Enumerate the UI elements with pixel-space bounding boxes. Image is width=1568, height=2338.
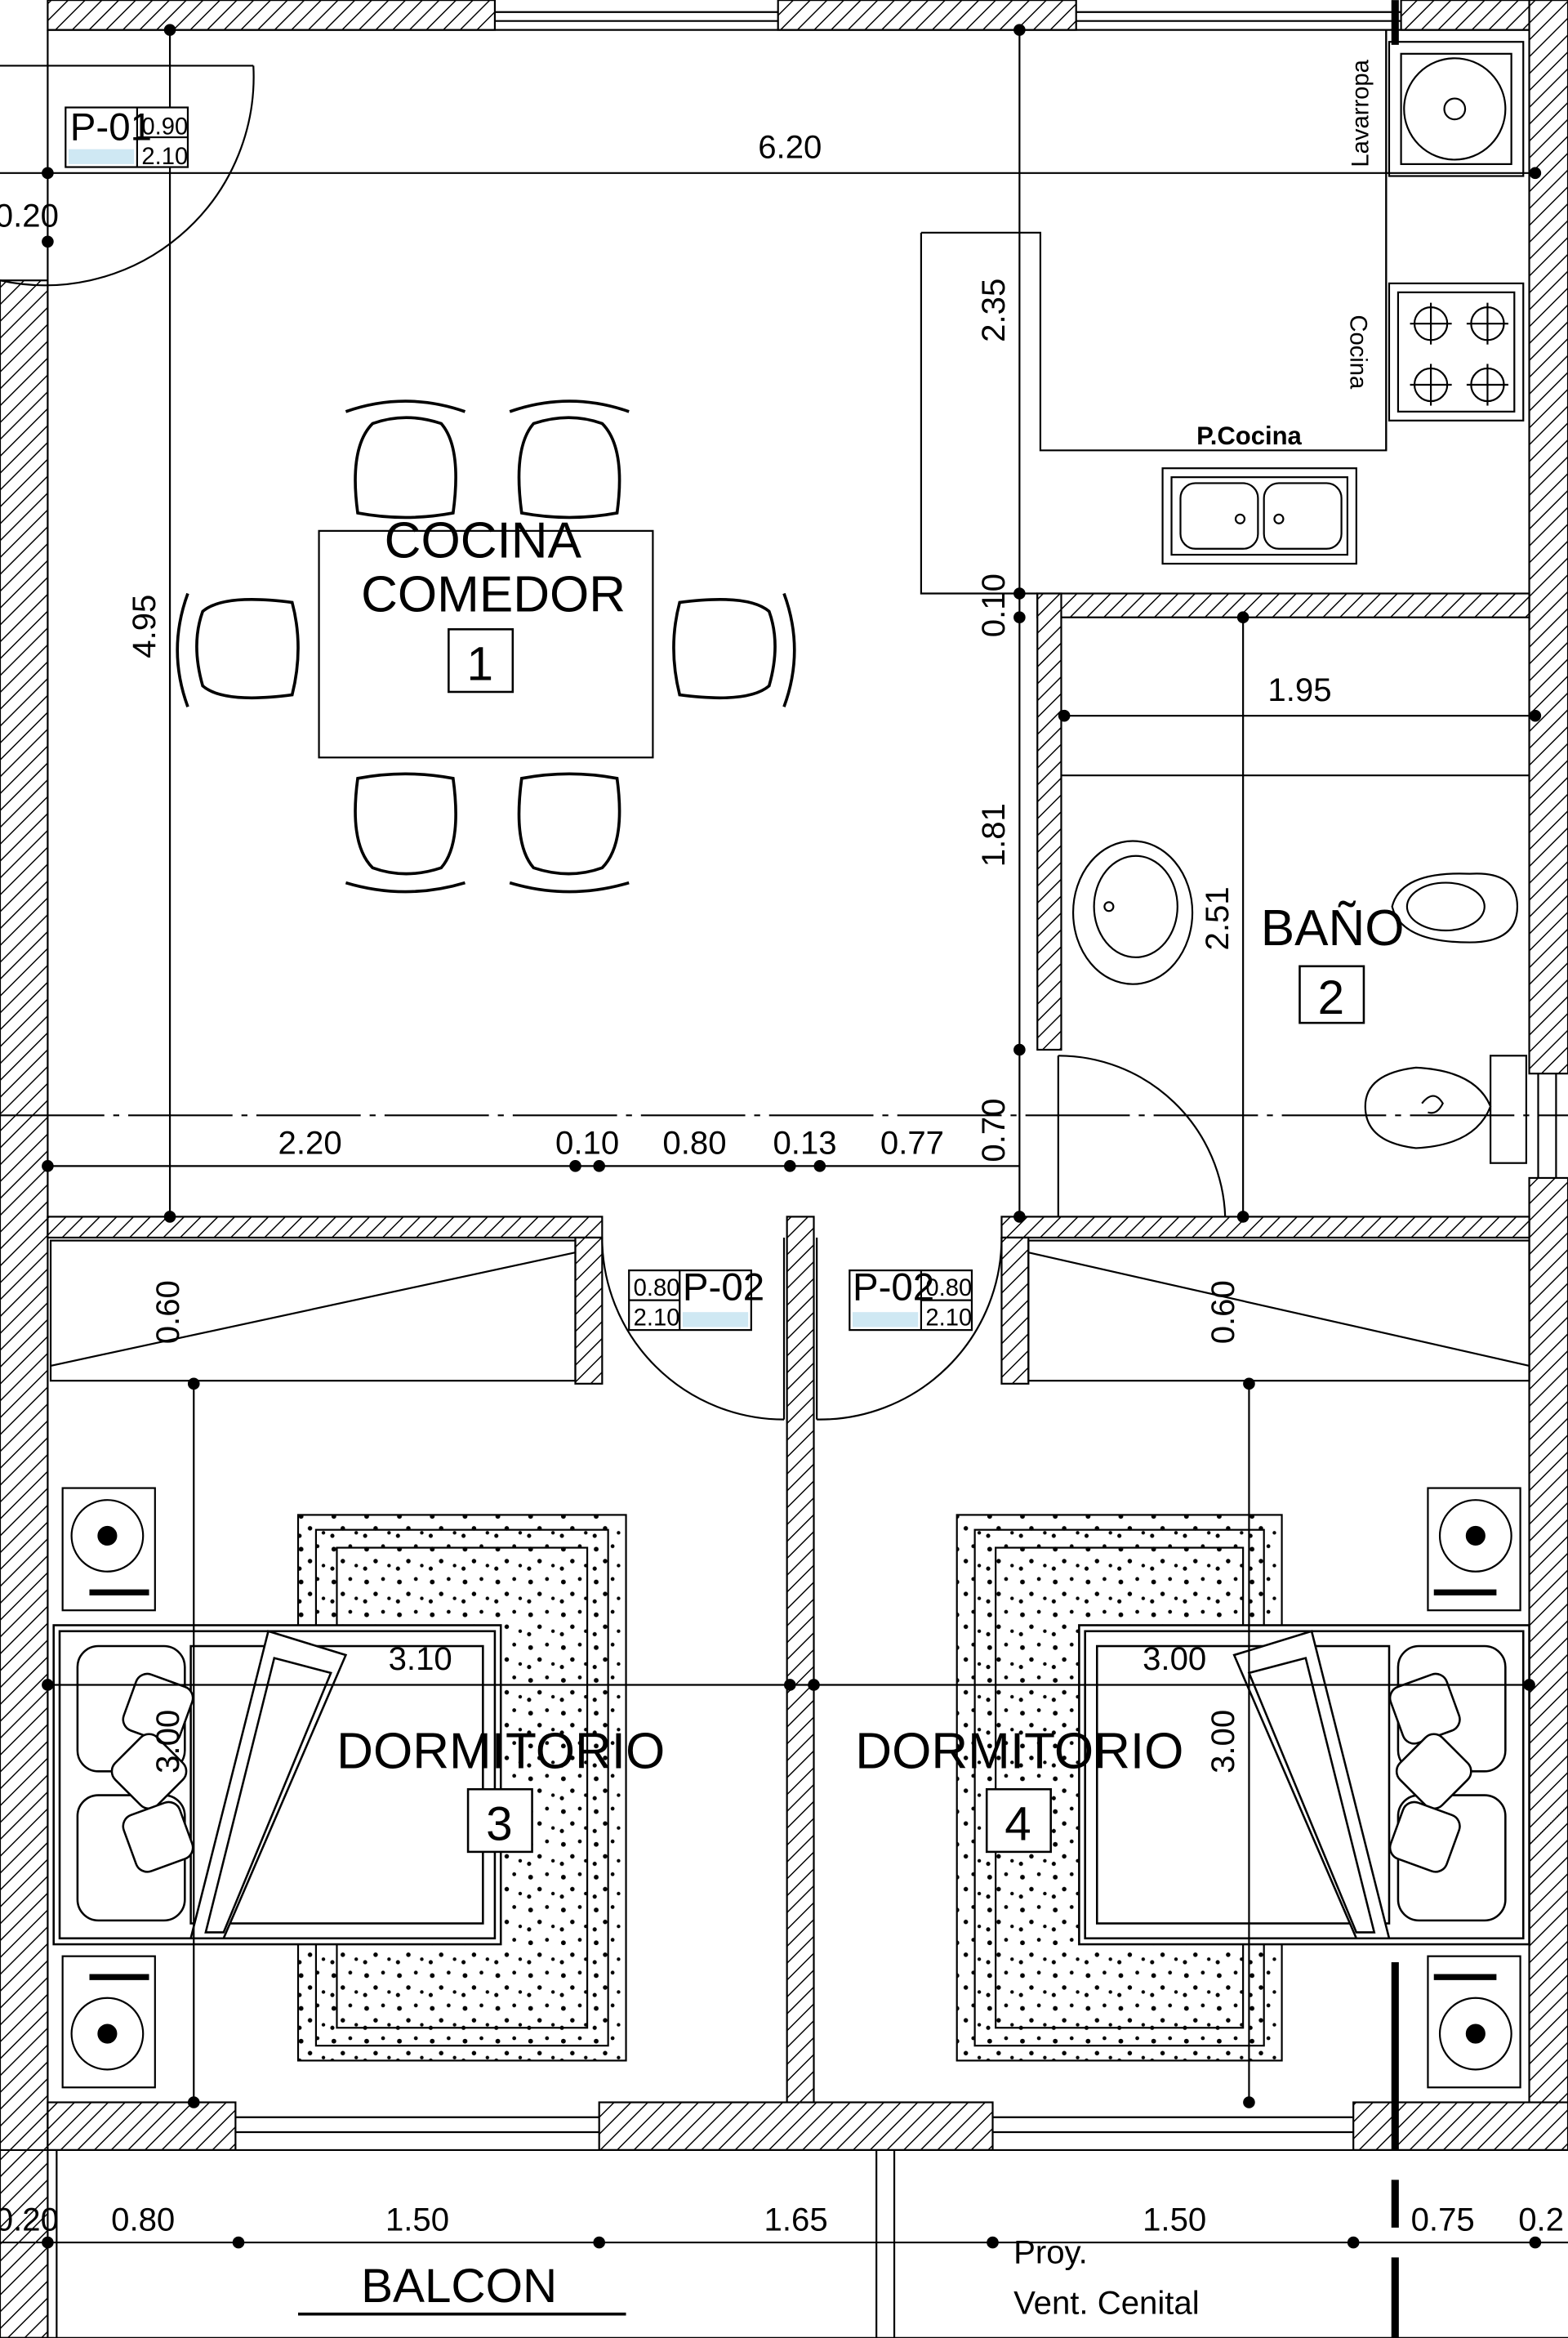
kitchen-sink-icon xyxy=(1161,467,1357,565)
door-tag-p01: P-01 0.90 2.10 xyxy=(65,106,189,170)
room-label-kitchen: COCINA xyxy=(385,513,582,569)
dim-bottom-b: 0.80 xyxy=(111,2201,175,2238)
dim-bottom-f: 0.75 xyxy=(1411,2201,1475,2238)
door-width: 0.80 xyxy=(925,1275,972,1301)
dimension-ticks xyxy=(42,24,1542,2249)
dim-closet-left: 0.60 xyxy=(149,1280,186,1344)
washing-machine-icon xyxy=(1388,41,1525,177)
room-number-4: 4 xyxy=(1004,1797,1031,1850)
windows xyxy=(235,0,1557,2134)
label-counter: P.Cocina xyxy=(1196,422,1302,450)
door-width: 0.90 xyxy=(141,114,188,140)
room-label-bath: BAÑO xyxy=(1261,899,1405,957)
dining-table xyxy=(318,529,654,759)
bed-icon xyxy=(52,1624,1530,1946)
room-label-balcony: BALCON xyxy=(361,2260,557,2313)
dim-bottom-c: 1.50 xyxy=(385,2201,449,2238)
bathroom-fixtures xyxy=(1061,774,1530,985)
door-code: P-02 xyxy=(853,1266,934,1310)
dim-bottom-d: 1.65 xyxy=(764,2201,828,2238)
room-number-2: 2 xyxy=(1318,971,1344,1024)
dim-bed3-height: 3.00 xyxy=(149,1710,186,1774)
doors xyxy=(0,65,1227,1421)
toilet-icon xyxy=(1364,1055,1527,1164)
dim-counter-depth: 2.35 xyxy=(975,279,1012,342)
dim-bed4-height: 3.00 xyxy=(1205,1710,1241,1774)
chair-icon xyxy=(176,399,796,894)
door-code: P-02 xyxy=(683,1266,764,1310)
door-width: 0.80 xyxy=(634,1275,680,1301)
dimension-labels: 6.20 0.20 4.95 2.35 0.10 1.81 0.70 1.95 … xyxy=(0,129,1564,2238)
dim-bath-height: 2.51 xyxy=(1199,886,1236,950)
dim-bottom-g: 0.2 xyxy=(1518,2201,1564,2238)
door-tag-p02-right: P-02 0.80 2.10 xyxy=(849,1266,973,1332)
kitchen-counter xyxy=(920,29,1388,595)
dim-kitchen-height: 4.95 xyxy=(126,595,163,658)
label-skylight-2: Vent. Cenital xyxy=(1013,2285,1200,2322)
dim-bottom-e: 1.50 xyxy=(1143,2201,1206,2238)
outlines xyxy=(0,29,1568,2338)
dim-bottom-a: 0.20 xyxy=(0,2201,59,2238)
dim-corridor-b: 0.10 xyxy=(555,1125,619,1162)
door-height: 2.10 xyxy=(634,1305,680,1332)
nightstand-icon xyxy=(61,1487,1521,2089)
room-label-bedroom-4: DORMITORIO xyxy=(855,1724,1183,1780)
dim-top-width: 6.20 xyxy=(758,129,822,166)
door-code: P-01 xyxy=(70,106,152,149)
room-number-1: 1 xyxy=(466,637,492,690)
dim-bath-upper: 1.81 xyxy=(975,803,1012,867)
closets xyxy=(49,1239,1530,1382)
room-label-bedroom-3: DORMITORIO xyxy=(336,1724,665,1780)
door-height: 2.10 xyxy=(925,1305,972,1332)
room-label-dining: COMEDOR xyxy=(361,566,626,622)
dim-bed3-width: 3.10 xyxy=(389,1640,452,1677)
label-stove: Cocina xyxy=(1345,315,1371,390)
label-laundry: Lavarropa xyxy=(1348,59,1374,167)
dim-bed4-width: 3.00 xyxy=(1143,1640,1206,1677)
dim-left-small: 0.20 xyxy=(0,198,59,234)
dim-wall-010: 0.10 xyxy=(975,573,1012,637)
label-skylight-1: Proy. xyxy=(1013,2234,1088,2271)
dim-corridor-c: 0.80 xyxy=(662,1125,726,1162)
dim-closet-right: 0.60 xyxy=(1205,1280,1241,1344)
stove-icon xyxy=(1388,282,1525,422)
dim-corridor-e: 0.77 xyxy=(880,1125,944,1162)
door-height: 2.10 xyxy=(141,144,188,170)
dim-corridor-a: 2.20 xyxy=(278,1125,342,1162)
dim-bath-width: 1.95 xyxy=(1267,672,1331,708)
bidet-icon xyxy=(1391,872,1519,944)
dim-bath-lower: 0.70 xyxy=(975,1098,1012,1162)
room-number-3: 3 xyxy=(486,1797,512,1850)
dim-corridor-d: 0.13 xyxy=(773,1125,836,1162)
door-tag-p02-left: 0.80 2.10 P-02 xyxy=(628,1266,764,1332)
